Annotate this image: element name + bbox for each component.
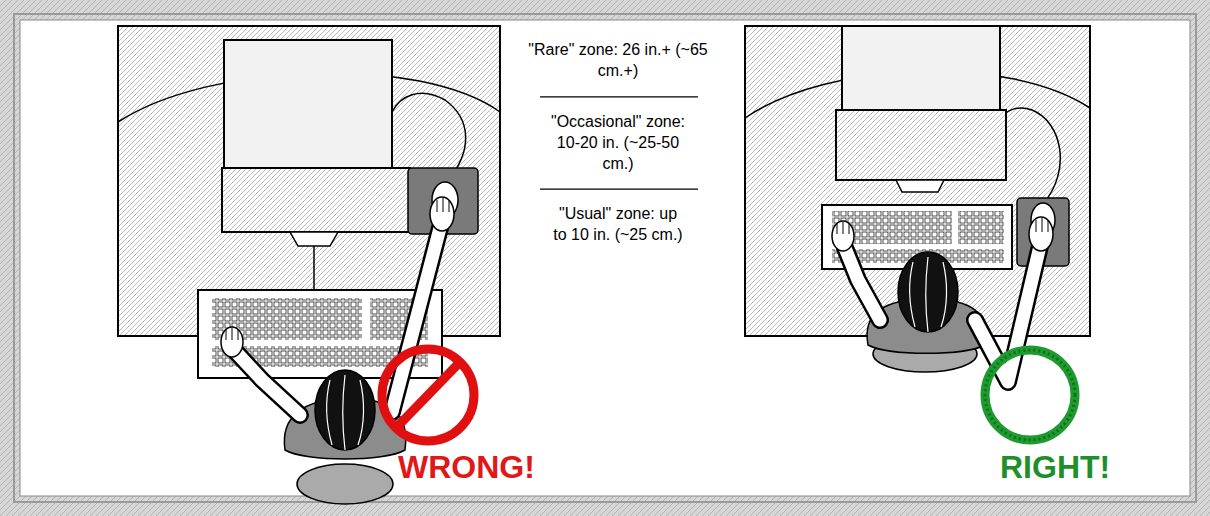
- prohibition-circle: [382, 349, 474, 441]
- arm: [975, 246, 1040, 382]
- keyboard-keypad: [958, 211, 1004, 244]
- fingers: [226, 328, 238, 340]
- head-hair: [315, 370, 375, 450]
- monitor-stand: [896, 180, 944, 192]
- approval-circle: [985, 350, 1075, 440]
- zone-label: "Rare" zone: 26 in.+ (~65 cm.+): [528, 40, 708, 82]
- hand: [430, 197, 454, 231]
- zone-label: "Usual" zone: up to 10 in. (~25 cm.): [553, 204, 683, 246]
- arm-outline: [975, 246, 1040, 382]
- wrong-workstation: [118, 26, 500, 504]
- frame-bevel: [14, 14, 1196, 502]
- arm-outline: [236, 352, 300, 415]
- fingers: [837, 222, 849, 234]
- hair-strands: [326, 375, 363, 450]
- panel-ground: [20, 20, 1190, 496]
- zone-divider: [540, 96, 698, 97]
- monitor-front: [222, 168, 410, 232]
- hand: [832, 221, 854, 251]
- monitor-back: [224, 40, 392, 170]
- arm: [236, 352, 300, 415]
- monitor-back: [842, 26, 1000, 112]
- hair-strands: [909, 257, 946, 332]
- keyboard-cable: [313, 246, 315, 290]
- head-hair: [898, 252, 958, 332]
- monitor-stand: [290, 232, 338, 246]
- hand: [221, 327, 243, 357]
- right-workstation: [745, 26, 1090, 440]
- arm: [845, 248, 880, 320]
- fingers: [1036, 218, 1048, 232]
- mouse-pad: [408, 168, 478, 234]
- fingers: [437, 198, 449, 212]
- hand: [1029, 217, 1053, 251]
- chair: [297, 464, 393, 504]
- mouse-cable: [1002, 108, 1060, 204]
- approval-circle-texture: [985, 350, 1075, 440]
- monitor-front: [836, 110, 1006, 180]
- verdict-label: RIGHT!: [1000, 450, 1110, 485]
- zone-divider: [540, 189, 698, 190]
- zone-label: "Occasional" zone: 10-20 in. (~25-50 cm.…: [543, 112, 693, 174]
- arm-outline: [845, 248, 880, 320]
- prohibition-slash: [396, 362, 460, 428]
- verdict-label: WRONG!: [398, 450, 535, 485]
